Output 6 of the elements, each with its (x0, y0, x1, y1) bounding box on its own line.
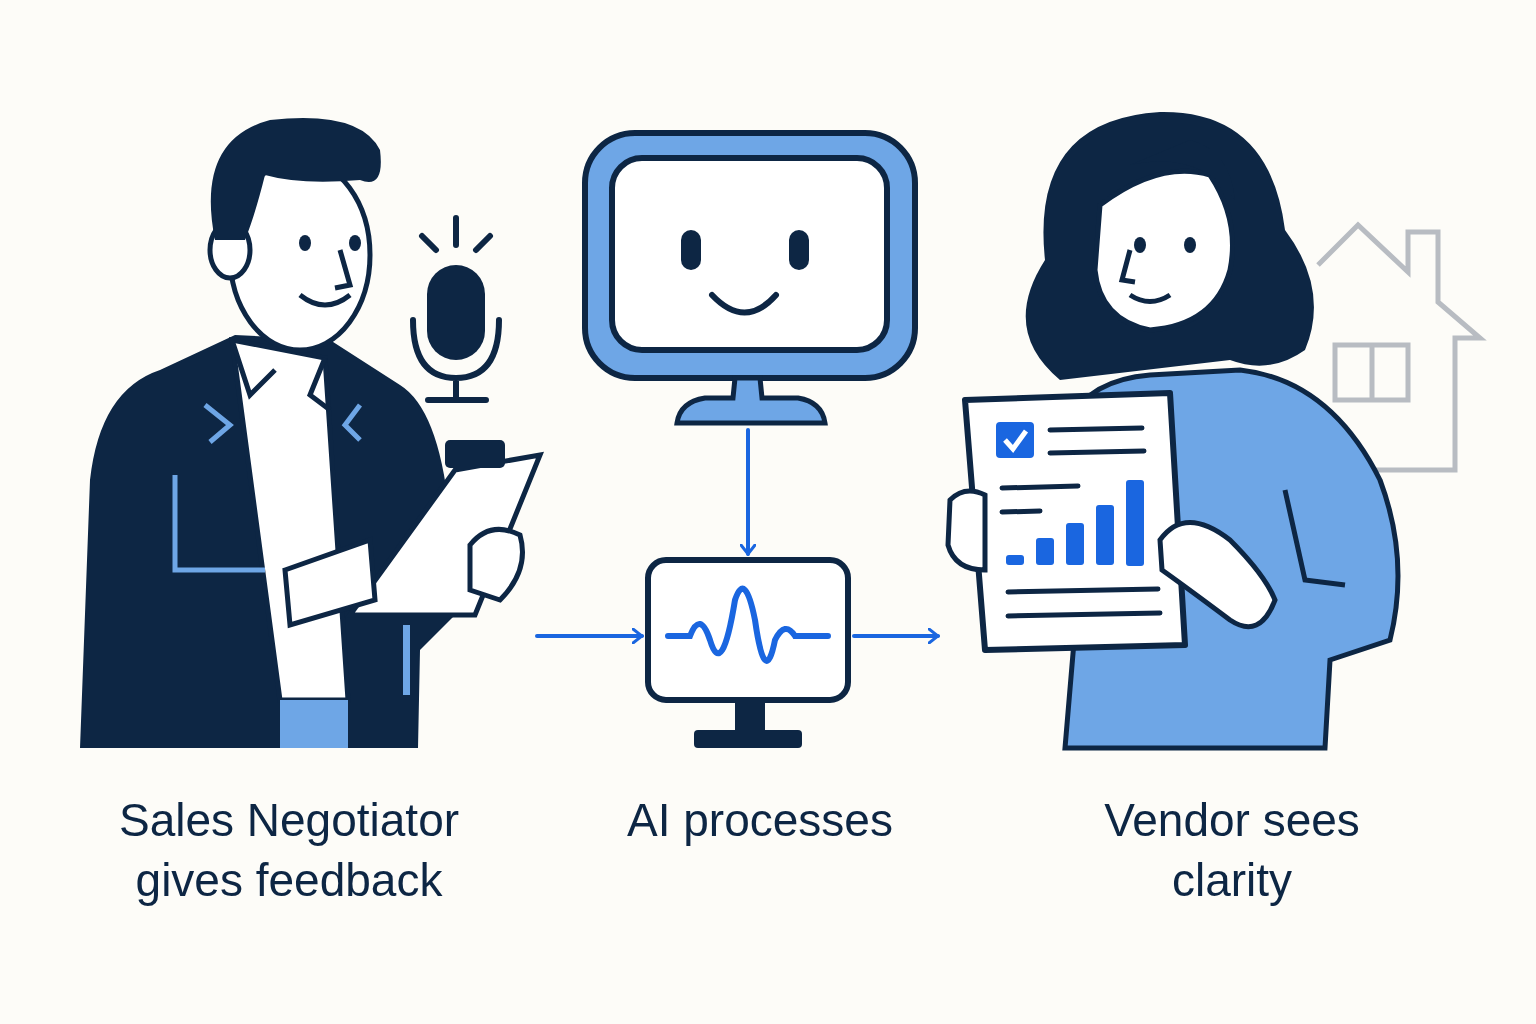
arrow (535, 627, 644, 645)
node-label: AI processes (626, 793, 894, 848)
node-label: Sales Negotiator gives feedback (117, 793, 461, 908)
arrow (739, 428, 757, 556)
arrow (852, 627, 940, 645)
node-label: Vendor sees clarity (1103, 793, 1361, 908)
